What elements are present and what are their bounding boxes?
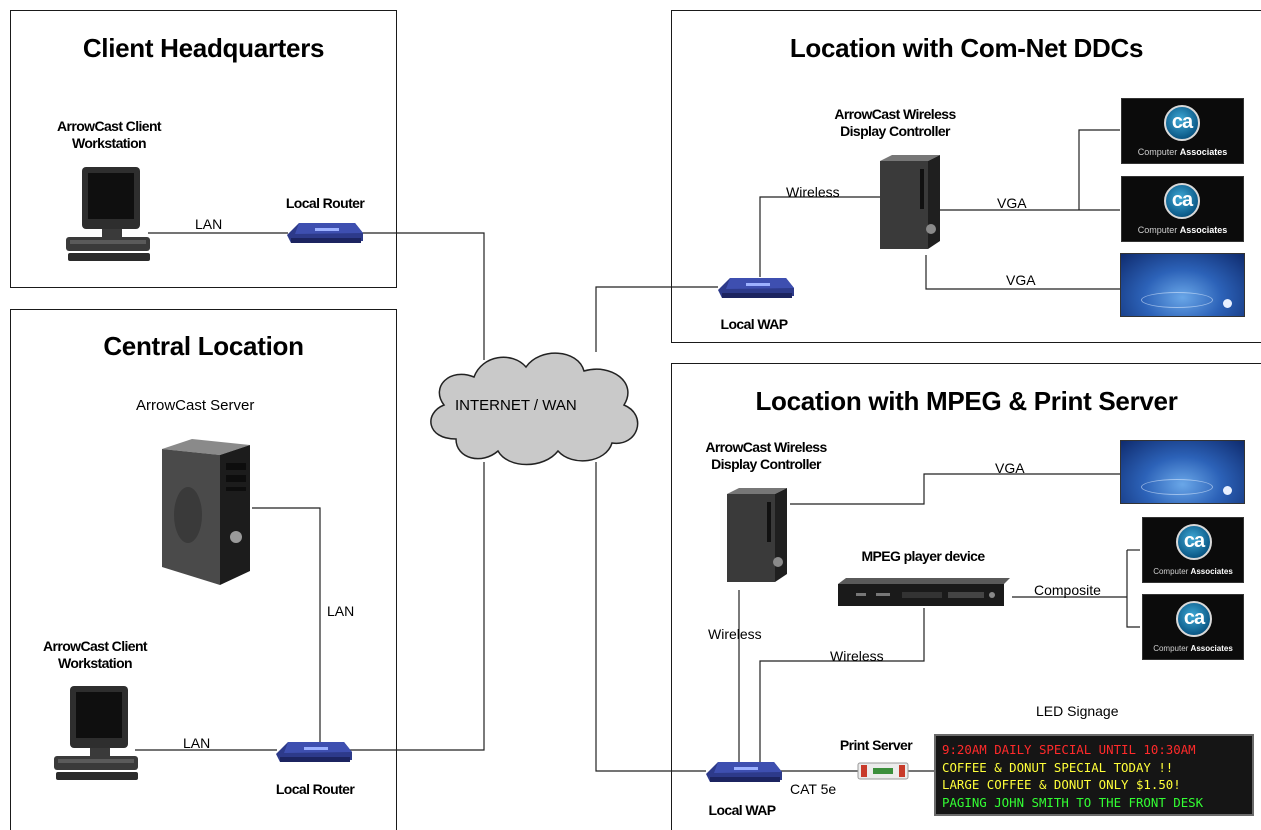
composite-split (1126, 550, 1140, 628)
led-line: PAGING JOHN SMITH TO THE FRONT DESK (942, 794, 1204, 810)
ca-logo-icon: ca (1176, 524, 1212, 560)
ca-logo-icon: ca (1176, 601, 1212, 637)
lan-line-server (252, 507, 321, 750)
panel-title: Central Location (103, 331, 304, 361)
local-router-label: Local Router (285, 195, 365, 211)
print-server-icon (857, 762, 909, 780)
wireless-line-mpeg (759, 608, 925, 762)
workstation-icon (66, 167, 150, 261)
mpeg-player-label: MPEG player device (861, 548, 985, 564)
local-wap-label: Local WAP (708, 802, 777, 818)
local-router-label: Local Router (275, 781, 355, 797)
led-signage-label: LED Signage (1036, 703, 1119, 719)
lan-label: LAN (327, 603, 355, 619)
wireless-label: Wireless (708, 626, 762, 642)
vga-split (1078, 129, 1120, 210)
screen-brand-text: Computer Associates (1153, 567, 1233, 576)
arrowcast-server-label: ArrowCast Server (136, 397, 255, 414)
tower-server-icon (162, 439, 250, 585)
display-controller-icon (727, 488, 787, 582)
local-wap-label: Local WAP (720, 316, 789, 332)
print-server-label: Print Server (839, 737, 913, 753)
led-line: COFFEE & DONUT SPECIAL TODAY !! (942, 759, 1174, 775)
wan-line-comnet (595, 286, 718, 352)
lan-label: LAN (183, 735, 211, 751)
led-sign-display: 9:20AM DAILY SPECIAL UNTIL 10:30AM COFFE… (934, 734, 1254, 816)
display-screen (1120, 440, 1245, 504)
router-icon (287, 223, 363, 243)
display-screen: ca Computer Associates (1121, 98, 1244, 164)
router-icon (718, 278, 794, 298)
internet-label: INTERNET / WAN (455, 397, 577, 414)
panel-title: Location with MPEG & Print Server (755, 386, 1178, 416)
wireless-label: Wireless (830, 648, 884, 664)
vga-label: VGA (995, 460, 1025, 476)
display-screen: ca Computer Associates (1142, 594, 1244, 660)
router-icon (276, 742, 352, 762)
screen-brand-text: Computer Associates (1137, 225, 1228, 235)
screen-brand-text: Computer Associates (1137, 147, 1228, 157)
led-line: LARGE COFFEE & DONUT ONLY $1.50! (942, 777, 1181, 792)
wireless-label: Wireless (786, 184, 840, 200)
wireless-line-comnet (759, 196, 880, 277)
display-controller-icon (880, 155, 940, 249)
display-screen: ca Computer Associates (1142, 517, 1244, 583)
mpeg-player-icon (838, 578, 1010, 606)
vga-label: VGA (1006, 272, 1036, 288)
display-screen (1120, 253, 1245, 317)
display-screen: ca Computer Associates (1121, 176, 1244, 242)
vga-line-2 (925, 255, 1120, 290)
router-icon (706, 762, 782, 782)
cloud-icon (430, 352, 639, 466)
lan-label: LAN (195, 216, 223, 232)
led-line: 9:20AM DAILY SPECIAL UNTIL 10:30AM (942, 742, 1196, 757)
workstation-icon (54, 686, 138, 780)
wan-line-central (350, 462, 485, 751)
screen-brand-text: Computer Associates (1153, 644, 1233, 653)
composite-label: Composite (1034, 582, 1101, 598)
cat5e-label: CAT 5e (790, 781, 837, 797)
panel-title: Client Headquarters (82, 33, 325, 63)
wan-line-mpeg (595, 462, 706, 772)
wan-line-hq (360, 232, 485, 360)
vga-line-3 (790, 473, 1120, 505)
ca-logo-icon: ca (1164, 105, 1200, 141)
panel-title: Location with Com-Net DDCs (789, 33, 1144, 63)
vga-label: VGA (997, 195, 1027, 211)
ca-logo-icon: ca (1164, 183, 1200, 219)
